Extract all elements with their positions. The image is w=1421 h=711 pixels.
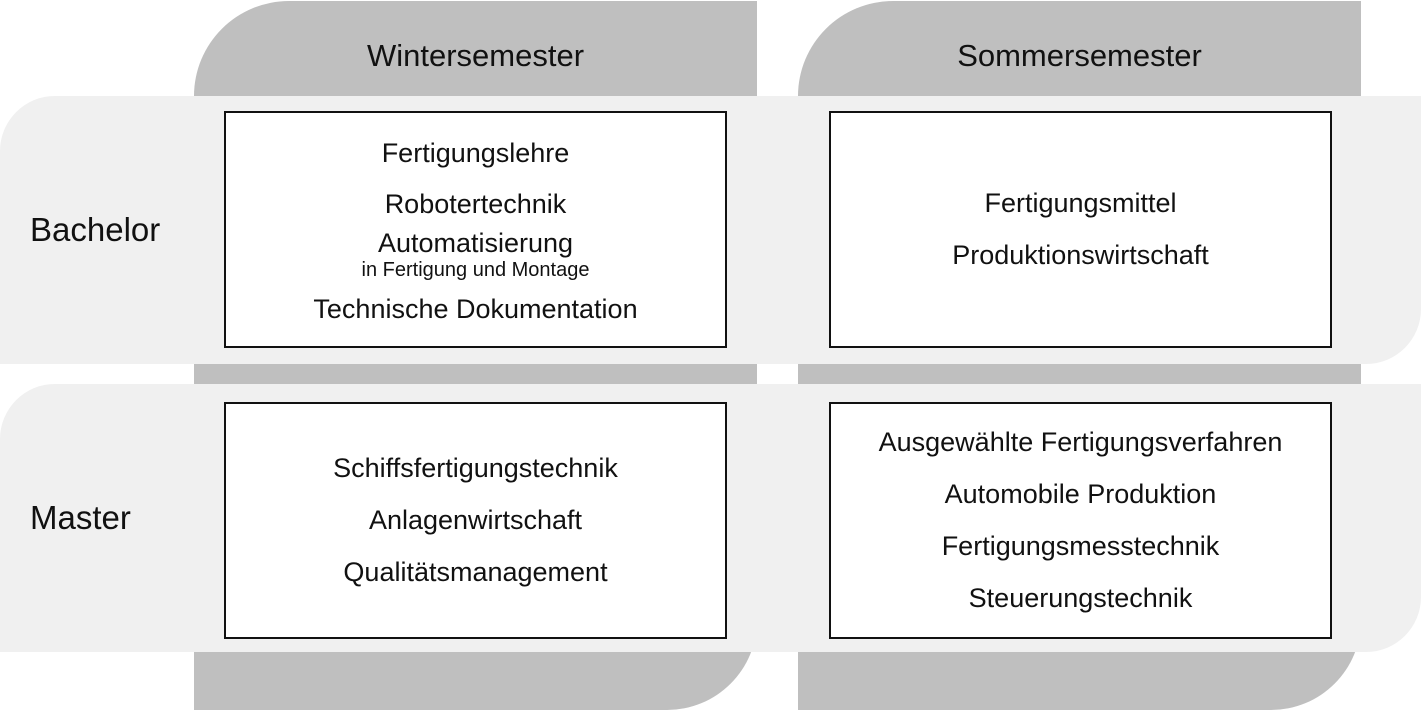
- bachelor-sommersemester-courses: Fertigungsmittel Produktionswirtschaft: [829, 111, 1332, 348]
- course-item: Fertigungslehre: [381, 138, 570, 168]
- course-item-subtitle: in Fertigung und Montage: [361, 259, 590, 281]
- bachelor-row-label: Bachelor: [30, 211, 161, 248]
- course-item: Produktionswirtschaft: [952, 240, 1209, 270]
- course-item: Steuerungstechnik: [968, 583, 1193, 613]
- course-item: Technische Dokumentation: [313, 294, 638, 324]
- course-item: Fertigungsmesstechnik: [941, 531, 1220, 561]
- bachelor-wintersemester-courses: Fertigungslehre Robotertechnik Automatis…: [224, 111, 727, 348]
- master-row-label: Master: [30, 499, 131, 536]
- course-item: Anlagenwirtschaft: [368, 505, 583, 535]
- course-item: Fertigungsmittel: [984, 188, 1177, 218]
- course-item: Ausgewählte Fertigungsverfahren: [878, 427, 1283, 457]
- course-item: Qualitätsmanagement: [343, 557, 608, 587]
- course-item: Robotertechnik: [384, 189, 567, 219]
- course-item: Automobile Produktion: [944, 479, 1217, 509]
- master-sommersemester-courses: Ausgewählte Fertigungsverfahren Automobi…: [829, 402, 1332, 639]
- sommersemester-header: Sommersemester: [957, 38, 1202, 73]
- wintersemester-header: Wintersemester: [366, 38, 585, 73]
- master-wintersemester-courses: Schiffsfertigungstechnik Anlagenwirtscha…: [224, 402, 727, 639]
- course-item: Automatisierung: [377, 228, 574, 258]
- course-item: Schiffsfertigungstechnik: [333, 453, 618, 483]
